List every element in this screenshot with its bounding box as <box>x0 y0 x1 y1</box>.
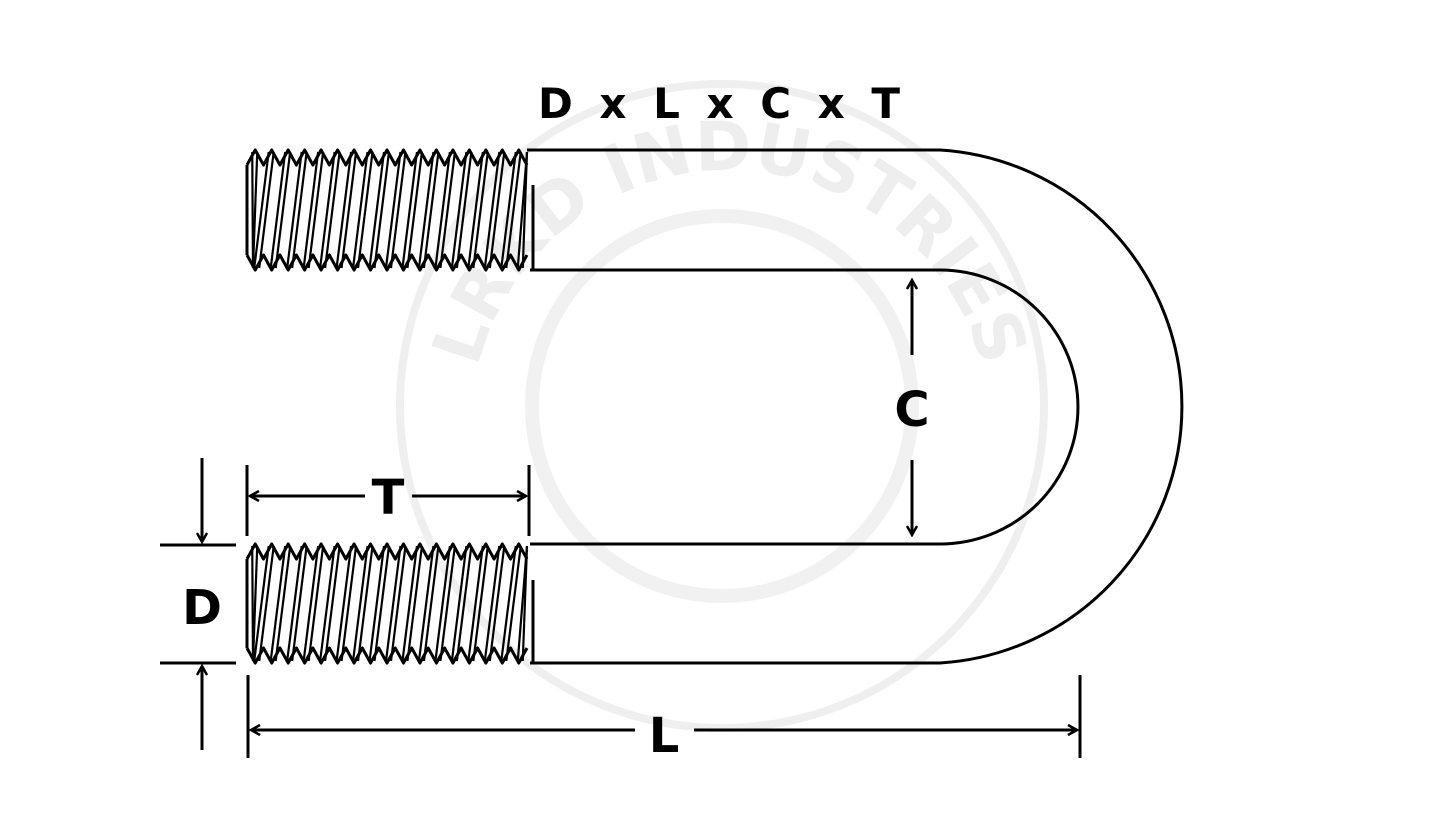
label-l: L <box>649 708 680 764</box>
thread-line <box>253 545 270 662</box>
thread-line <box>455 151 473 269</box>
thread-line <box>319 545 336 662</box>
thread-line <box>467 545 484 662</box>
thread-line <box>389 151 407 269</box>
thread-line <box>307 151 325 269</box>
thread-line <box>450 545 468 662</box>
thread-line <box>286 151 303 269</box>
thread-line <box>373 545 391 662</box>
thread-line <box>368 151 386 269</box>
dimension-l <box>246 675 1082 758</box>
thread-line <box>406 151 424 269</box>
thread-line <box>324 545 341 662</box>
dimension-d <box>160 458 236 750</box>
label-c: C <box>894 382 929 438</box>
thread-line <box>500 151 517 269</box>
thread-line <box>505 151 522 269</box>
thread-crest-top <box>245 148 529 167</box>
thread-line <box>335 545 353 662</box>
thread-line <box>269 151 287 269</box>
thread-line <box>356 151 374 269</box>
thread-top-leg <box>245 148 529 272</box>
thread-line <box>401 151 419 269</box>
thread-line <box>368 545 386 662</box>
thread-line <box>422 545 440 662</box>
label-d: D <box>182 580 222 636</box>
thread-line <box>488 545 506 662</box>
thread-line <box>488 151 506 269</box>
thread-bottom-leg <box>245 542 529 665</box>
thread-line <box>286 545 303 662</box>
thread-line <box>319 151 336 269</box>
thread-line <box>439 151 456 269</box>
thread-line <box>324 151 341 269</box>
thread-line <box>467 151 484 269</box>
label-t: T <box>372 470 405 526</box>
thread-crest-top <box>245 542 529 561</box>
thread-line <box>251 151 259 269</box>
thread-line <box>274 151 292 269</box>
thread-line <box>302 545 320 662</box>
u-bolt-inner-edge <box>530 268 1080 546</box>
thread-line <box>434 151 451 269</box>
thread-line <box>417 545 435 662</box>
thread-line <box>373 151 391 269</box>
thread-line <box>356 545 374 662</box>
thread-line <box>258 151 275 269</box>
thread-line <box>384 545 402 662</box>
thread-line <box>406 545 424 662</box>
thread-line <box>389 545 407 662</box>
thread-line <box>340 151 358 269</box>
watermark-text: LRKD INDUSTRIES <box>418 107 1042 373</box>
thread-line <box>269 545 287 662</box>
thread-line <box>455 545 473 662</box>
thread-line <box>291 545 308 662</box>
thread-line <box>472 151 489 269</box>
thread-line <box>417 151 435 269</box>
thread-line <box>251 545 259 662</box>
diagram-title: D x L x C x T <box>538 79 906 128</box>
thread-line <box>274 545 292 662</box>
thread-line <box>450 151 468 269</box>
thread-line <box>483 151 501 269</box>
thread-line <box>472 545 489 662</box>
thread-line <box>302 151 320 269</box>
thread-line <box>384 151 402 269</box>
thread-line <box>351 545 369 662</box>
thread-line <box>307 545 325 662</box>
thread-line <box>521 545 529 662</box>
thread-line <box>258 545 275 662</box>
thread-line <box>434 545 451 662</box>
thread-line <box>351 151 369 269</box>
thread-line <box>505 545 522 662</box>
u-bolt-body <box>527 148 1184 665</box>
thread-line <box>521 151 529 269</box>
thread-line <box>253 151 270 269</box>
thread-line <box>439 545 456 662</box>
thread-line <box>422 151 440 269</box>
thread-line <box>335 151 353 269</box>
dimension-t <box>245 465 531 536</box>
thread-line <box>483 545 501 662</box>
thread-line <box>500 545 517 662</box>
u-bolt-outer-edge <box>527 148 1184 665</box>
thread-line <box>291 151 308 269</box>
thread-line <box>340 545 358 662</box>
thread-line <box>401 545 419 662</box>
